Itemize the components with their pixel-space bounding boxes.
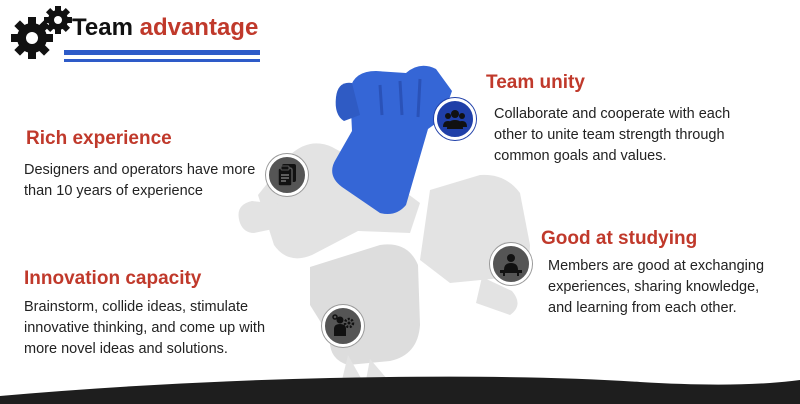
heading-innovation-capacity: Innovation capacity (24, 268, 202, 289)
heading-rich-experience: Rich experience (26, 128, 172, 149)
desc-line: innovative thinking, and come up with (24, 320, 266, 336)
title-part-1: Team (72, 14, 133, 41)
gear-person-badge (322, 305, 364, 347)
title-part-2: advantage (139, 14, 259, 41)
people-icon (443, 110, 467, 129)
student-badge (490, 243, 532, 285)
gears-icon (11, 6, 72, 59)
hand-bottom (310, 244, 420, 365)
desc-line: experiences, sharing knowledge, (548, 279, 760, 295)
hand-top (332, 65, 452, 214)
desc-line: Members are good at exchanging (548, 258, 765, 274)
student-icon (500, 254, 522, 276)
desc-line: other to unite team strength through (494, 127, 725, 143)
title-underline-thin (64, 59, 260, 62)
desc-good-at-studying: Members are good at exchanging experienc… (548, 256, 764, 319)
people-badge (434, 98, 476, 140)
desc-team-unity: Collaborate and cooperate with each othe… (494, 104, 730, 167)
desc-line: common goals and values. (494, 148, 667, 164)
desc-rich-experience: Designers and operators have more than 1… (24, 160, 255, 202)
desc-line: Designers and operators have more (24, 162, 256, 178)
desc-line: Collaborate and cooperate with each (494, 106, 731, 122)
bottom-wave (0, 376, 800, 404)
desc-line: and learning from each other. (548, 300, 737, 316)
desc-line: more novel ideas and solutions. (24, 341, 228, 357)
title-underline-thick (64, 50, 260, 55)
clipboard-icon (277, 164, 296, 187)
heading-good-at-studying: Good at studying (541, 228, 698, 249)
clipboard-badge (266, 154, 308, 196)
gear-person-icon (332, 314, 355, 336)
desc-line: than 10 years of experience (24, 183, 203, 199)
desc-line: Brainstorm, collide ideas, stimulate (24, 299, 249, 315)
desc-innovation-capacity: Brainstorm, collide ideas, stimulate inn… (24, 297, 265, 360)
page-title: Team advantage (72, 14, 258, 42)
heading-team-unity: Team unity (486, 72, 585, 93)
